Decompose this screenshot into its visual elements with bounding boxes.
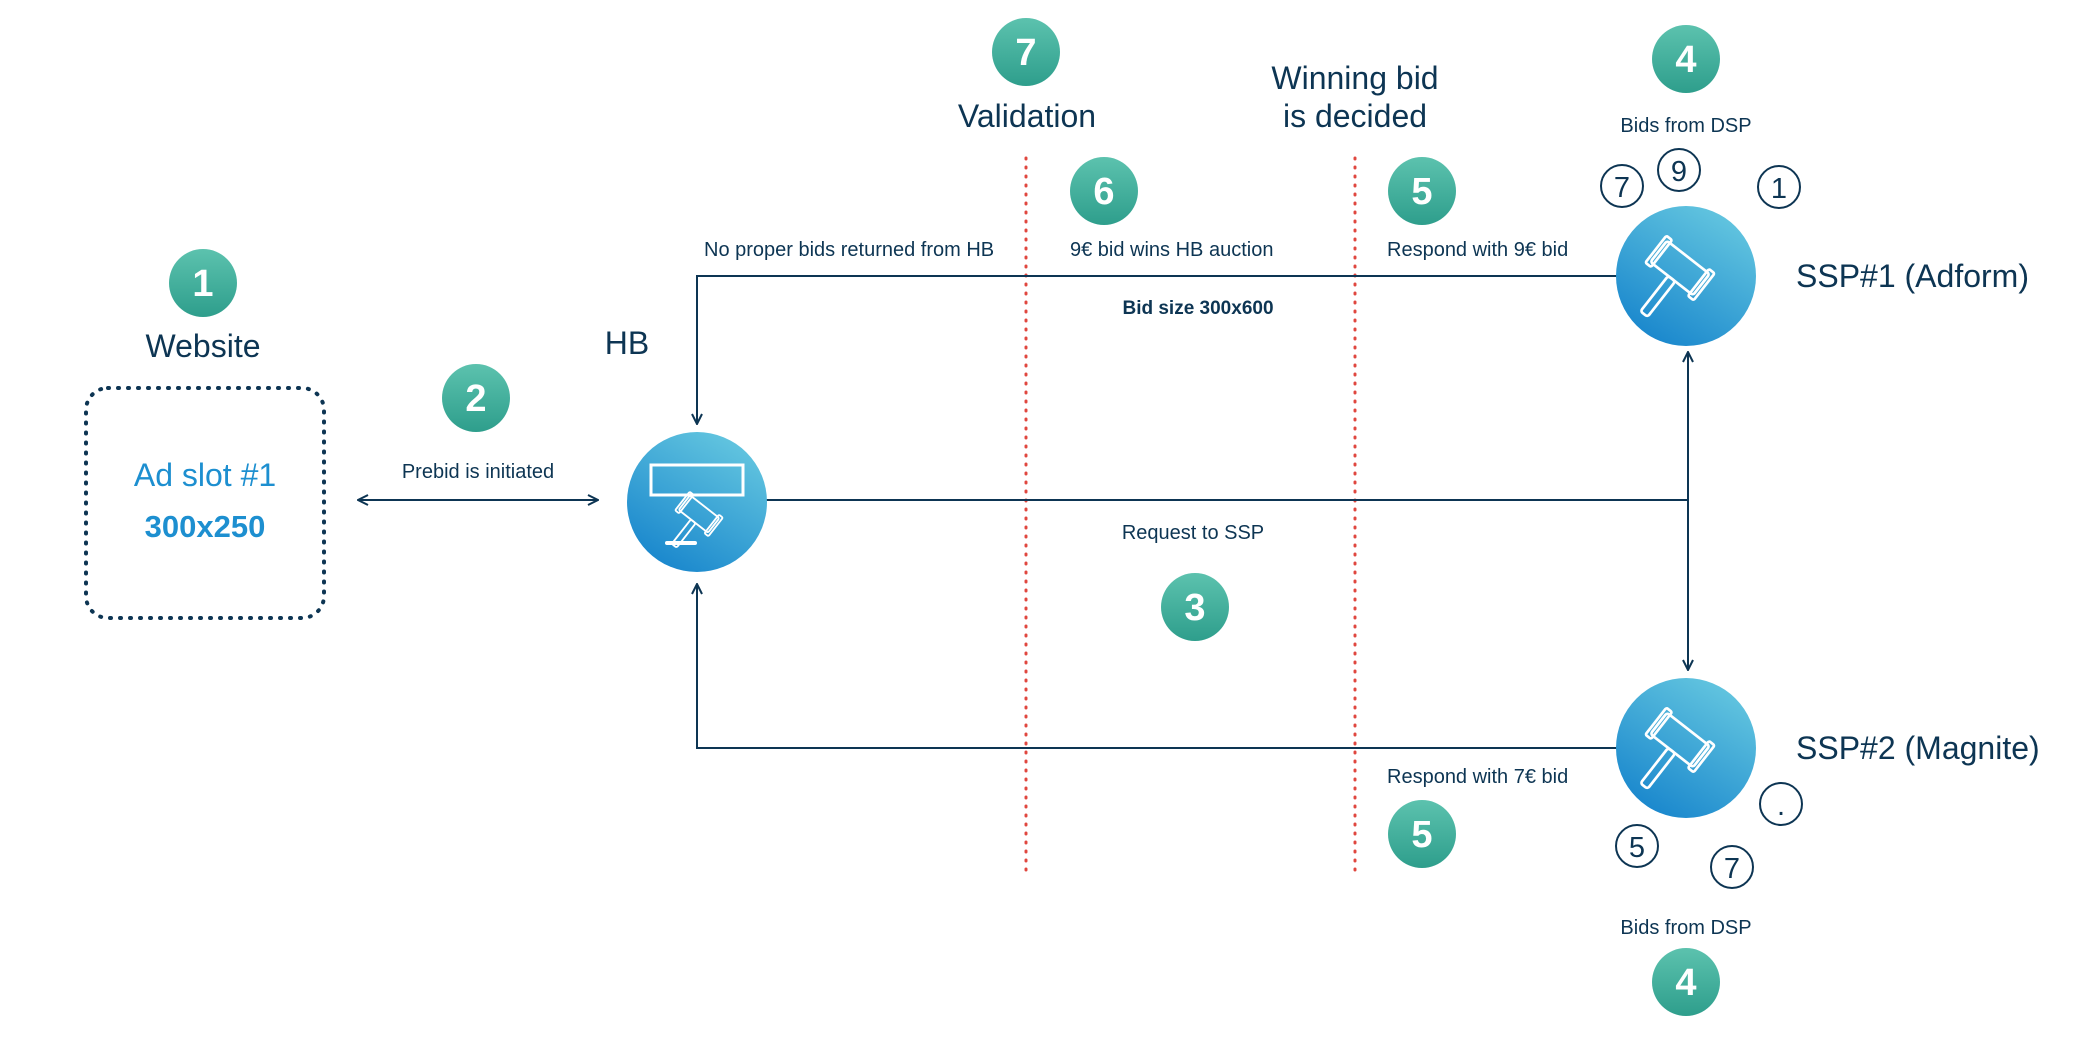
bid-bubble-label: 5: [1629, 832, 1645, 864]
wins-label: 9€ bid wins HB auction: [1070, 239, 1273, 261]
hb-node[interactable]: [627, 432, 767, 572]
bid-bubble-label: 7: [1724, 853, 1740, 885]
step-badge-5-bottom: [1388, 800, 1456, 868]
ad-slot-size: 300x250: [145, 509, 266, 544]
response-path-bottom: [697, 584, 1625, 749]
step-badge-1: [169, 249, 237, 317]
bid-bubble-label: 1: [1771, 173, 1787, 205]
step-badge-7: [992, 18, 1060, 86]
bid-size-label: Bid size 300x600: [1122, 298, 1273, 319]
ssp2-group: SSP#2 (Magnite) . 5 7 Bids from DSP 4: [1615, 678, 2040, 1016]
hb-group: HB: [605, 325, 767, 572]
step-badge-3: [1161, 573, 1229, 641]
step-badge-5-bottom-label: 5: [1411, 814, 1432, 856]
step-badge-4-top-label: 4: [1675, 39, 1696, 81]
step-badge-4-bottom-label: 4: [1675, 962, 1696, 1004]
website-title: Website: [145, 328, 260, 364]
step-badge-5-top: [1388, 157, 1456, 225]
ssp2-bids-label: Bids from DSP: [1620, 917, 1751, 939]
step-badge-3-label: 3: [1184, 587, 1205, 629]
respond-9-label: Respond with 9€ bid: [1387, 239, 1568, 261]
bid-bubble: [1710, 845, 1754, 889]
prebid-group: 2 Prebid is initiated: [402, 364, 554, 483]
no-bids-label: No proper bids returned from HB: [704, 239, 994, 261]
step-badge-5-top-label: 5: [1411, 171, 1432, 213]
validation-title: Validation: [958, 98, 1096, 134]
bid-bubble: [1657, 148, 1701, 192]
step-badge-2-label: 2: [465, 378, 486, 420]
bid-bubble: [1615, 824, 1659, 868]
request-label: Request to SSP: [1122, 522, 1264, 544]
ssp1-bids-label: Bids from DSP: [1620, 115, 1751, 137]
ssp2-name: SSP#2 (Magnite): [1796, 730, 2040, 766]
hb-title: HB: [605, 325, 649, 361]
step-badge-6-label: 6: [1093, 171, 1114, 213]
ssp2-node[interactable]: [1616, 678, 1756, 818]
bid-bubble: [1600, 164, 1644, 208]
respond-7-label: Respond with 7€ bid: [1387, 766, 1568, 788]
bid-bubble: [1757, 165, 1801, 209]
ssp1-name: SSP#1 (Adform): [1796, 258, 2029, 294]
step-badge-1-label: 1: [192, 263, 213, 305]
bid-bubble: [1759, 782, 1803, 826]
ssp1-group: 4 Bids from DSP 7 9 1 SSP#1 (Adform): [1600, 25, 2029, 346]
bid-bubble-label: 9: [1671, 156, 1687, 188]
step-badge-4-bottom: [1652, 948, 1720, 1016]
ssp1-node[interactable]: [1616, 206, 1756, 346]
prebid-label: Prebid is initiated: [402, 461, 554, 483]
ad-slot-box[interactable]: [84, 386, 326, 620]
ad-slot-label: Ad slot #1: [134, 457, 276, 493]
winning-title-line2: is decided: [1283, 98, 1427, 134]
step-badge-4-top: [1652, 25, 1720, 93]
winning-title-line1: Winning bid: [1271, 60, 1438, 96]
step-badge-2: [442, 364, 510, 432]
step-badge-6: [1070, 157, 1138, 225]
bid-bubble-label: .: [1777, 790, 1785, 822]
bid-bubble-label: 7: [1614, 172, 1630, 204]
website-group: 1 Website Ad slot #1 300x250: [84, 249, 326, 620]
response-path-top: [697, 275, 1625, 424]
gavel-icon: [649, 463, 745, 560]
step-badge-7-label: 7: [1015, 32, 1036, 74]
